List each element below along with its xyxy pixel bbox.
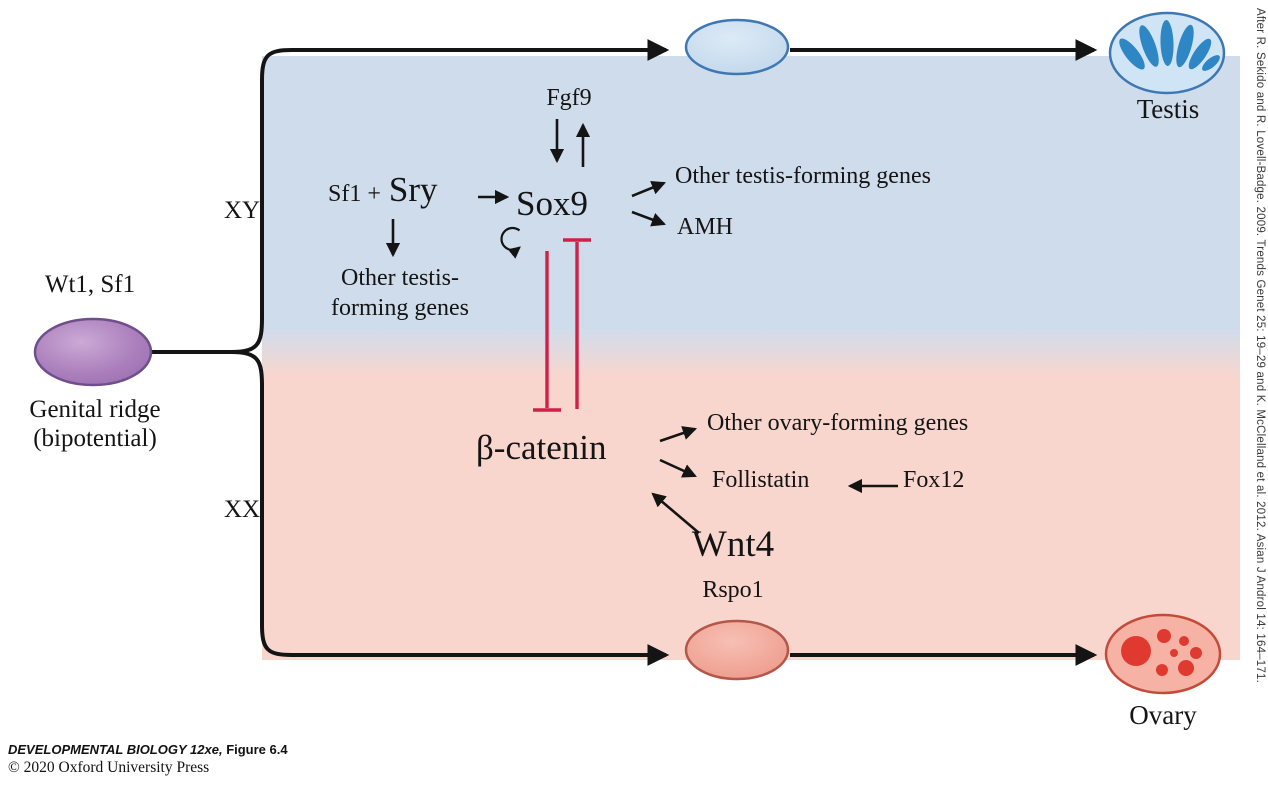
wt1-sf1-label: Wt1, Sf1 [44,271,136,298]
xy-branch-arrow [230,39,670,354]
testis-organ-label: Testis [1136,94,1200,124]
footer-figure-number: Figure 6.4 [226,742,288,757]
footer-book-title: DEVELOPMENTAL BIOLOGY 12xe, [8,742,223,757]
wnt4-to-bcatenin-arrow [651,492,700,534]
other-testis-genes-right-label: Other testis-forming genes [675,163,931,189]
xx-branch-label: XX [224,496,261,523]
other-ovary-genes-label: Other ovary-forming genes [707,410,969,436]
xy-branch-label: XY [224,197,261,224]
sox9-to-other-testis-genes-arrow [631,180,666,198]
ovary-illustration [1104,613,1222,695]
other-testis-genes-below-line1: Other testis- [341,265,459,291]
fox12-label: Fox12 [903,467,965,493]
wnt4-label: Wnt4 [691,524,775,565]
ovary-organ-label: Ovary [1129,700,1197,730]
source-credit: After R. Sekido and R. Lovell-Badge. 200… [1254,8,1266,683]
sf1-label: Sf1 + [328,181,381,207]
xx-branch-arrow [230,350,670,666]
rspo1-label: Rspo1 [702,577,764,603]
ovary-precursor-cell [684,619,790,681]
testis-illustration [1108,11,1226,95]
follistatin-label: Follistatin [712,467,810,493]
fgf9-label: Fgf9 [546,85,592,111]
pathway-background-panel [262,56,1240,660]
amh-label: AMH [677,214,734,240]
testis-precursor-cell [684,18,790,76]
footer-copyright: © 2020 Oxford University Press [8,759,210,776]
sox9-label: Sox9 [516,184,588,223]
sox9-to-amh-arrow [631,210,667,227]
bcatenin-to-other-ovary-genes-arrow [659,426,698,443]
figure-footer: DEVELOPMENTAL BIOLOGY 12xe, Figure 6.4 ©… [8,742,288,777]
sry-label: Sry [388,170,438,209]
genital-ridge-ellipse [33,317,153,387]
bcatenin-to-follistatin-arrow [659,458,697,478]
sox9-autoregulation-loop [500,226,521,259]
beta-catenin-label: β-catenin [476,428,607,467]
genital-ridge-label-line1: Genital ridge [29,396,161,423]
genital-ridge-label-line2: (bipotential) [33,425,157,452]
other-testis-genes-below-line2: forming genes [331,295,469,321]
